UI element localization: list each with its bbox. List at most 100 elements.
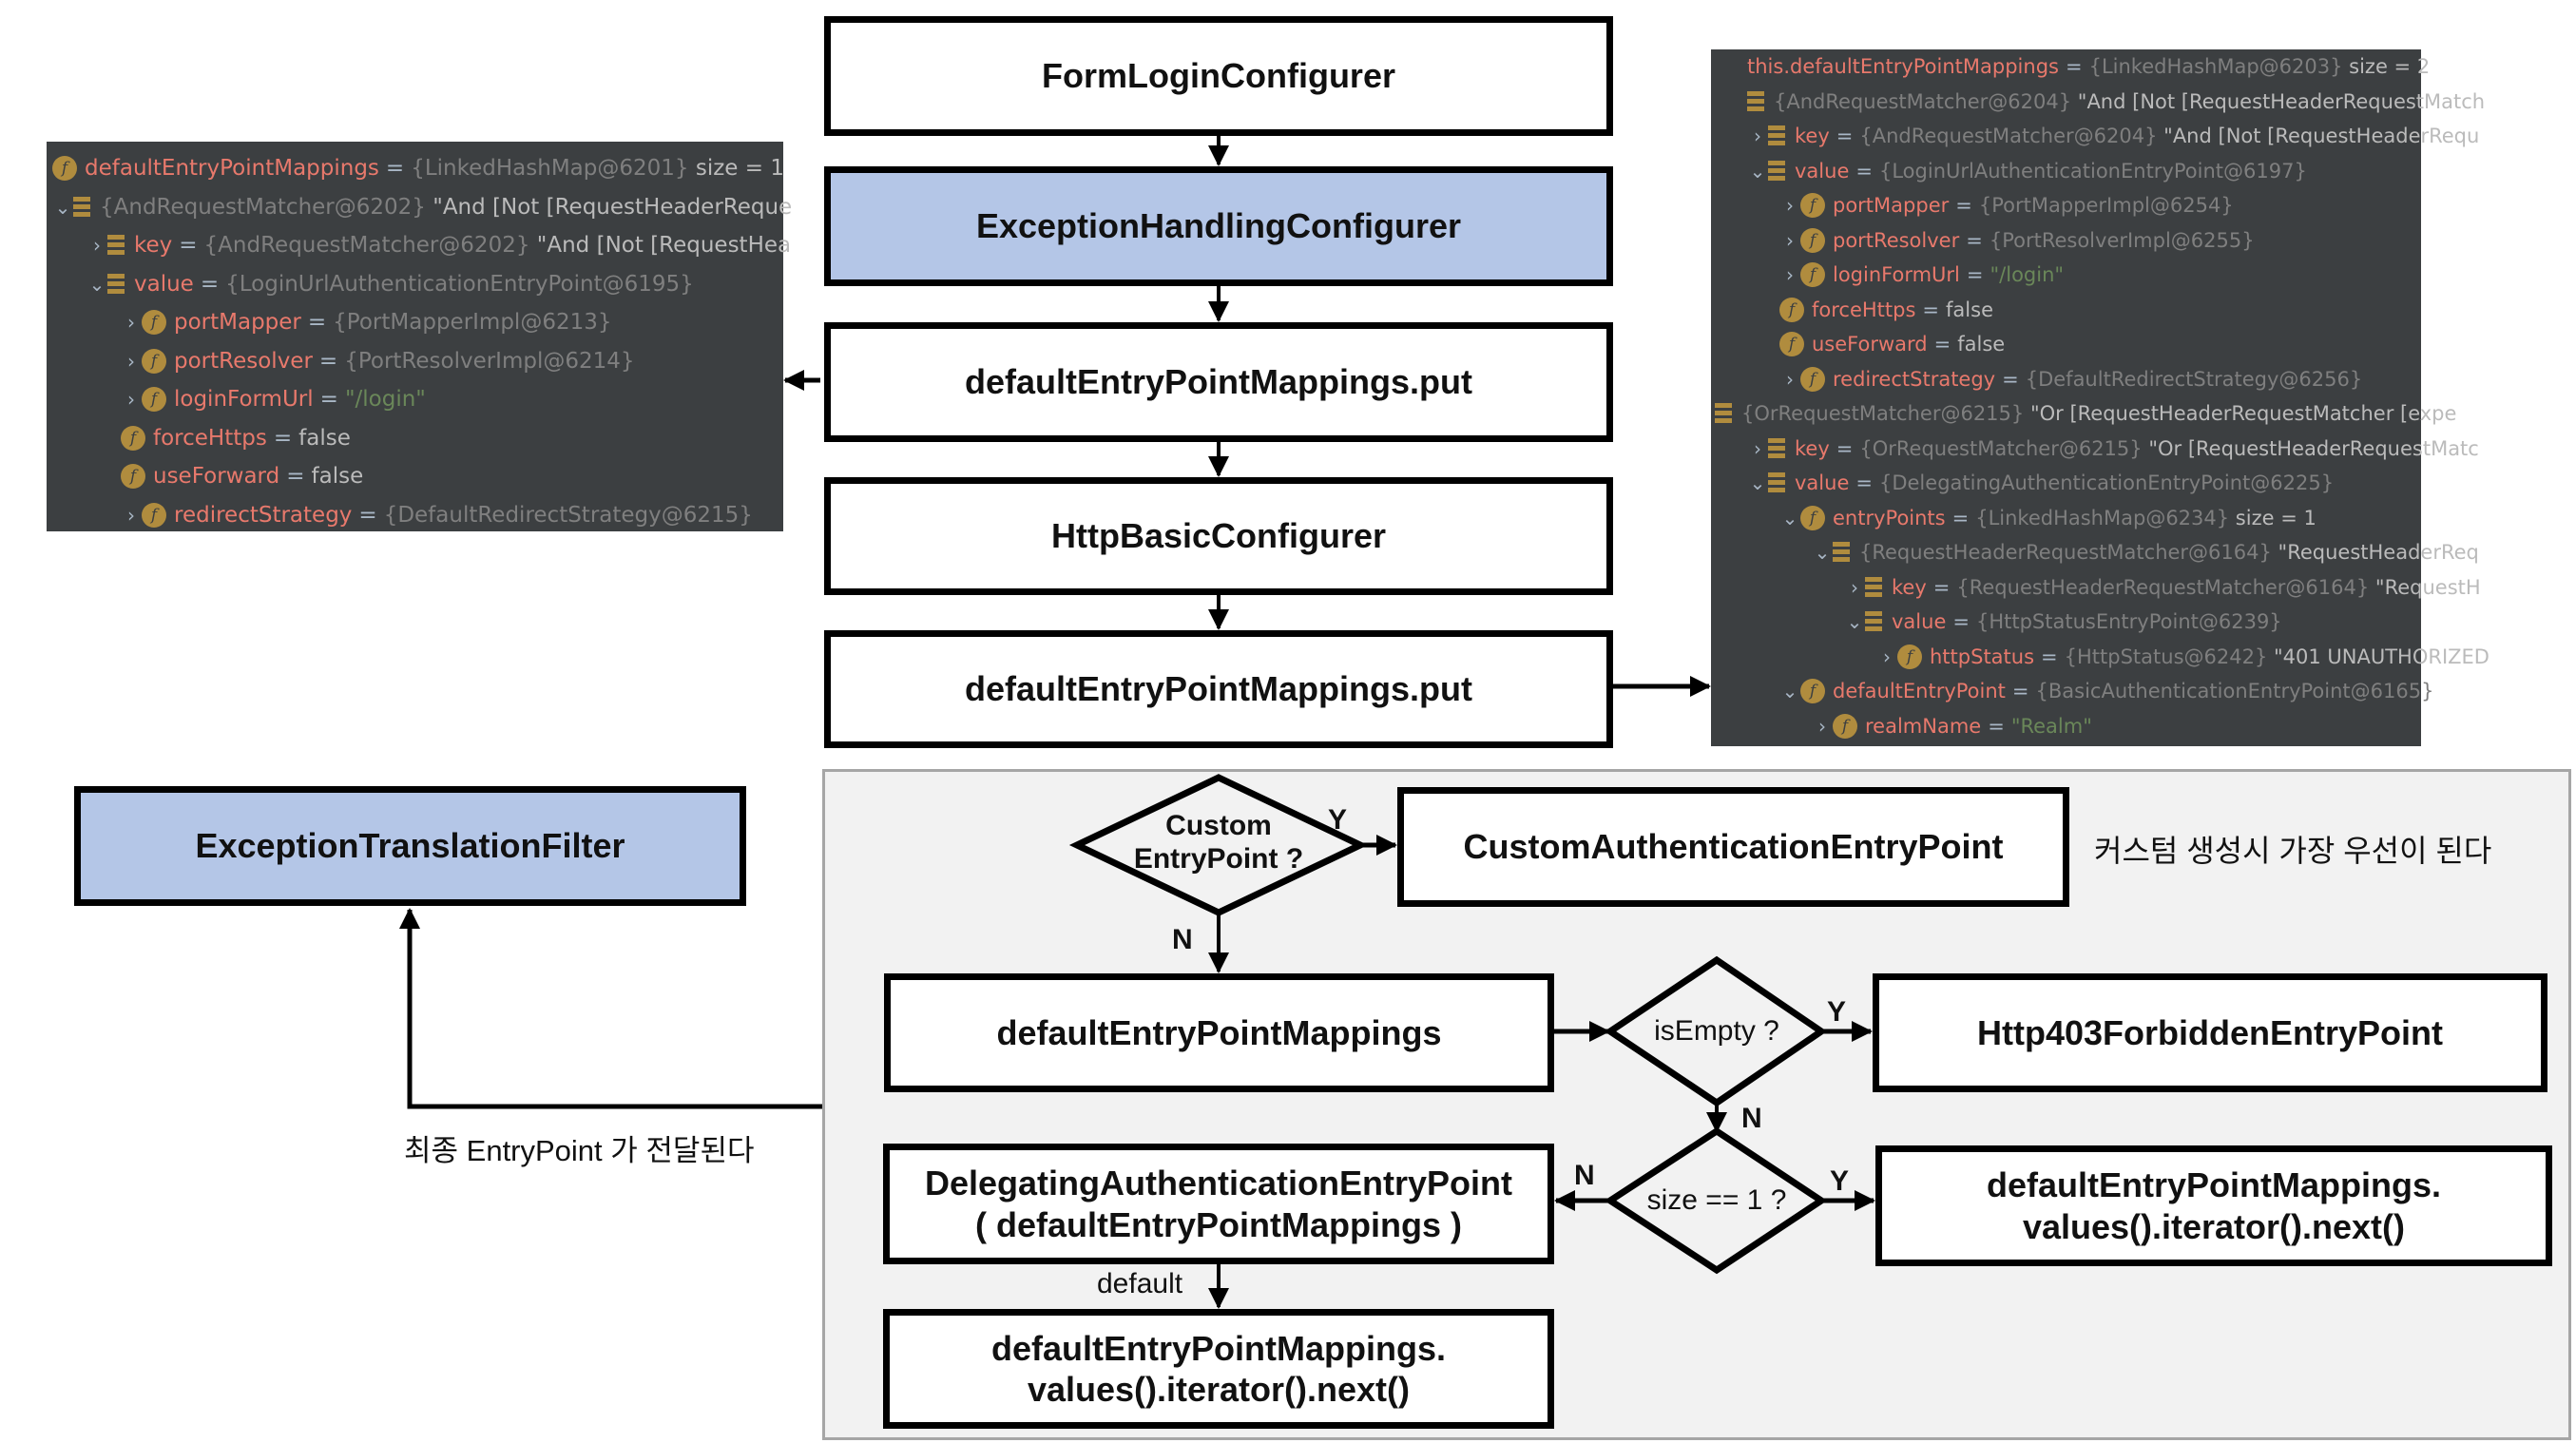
equals-sign: =: [1955, 194, 1972, 218]
debug-tree-row[interactable]: ⌄value={LoginUrlAuthenticationEntryPoint…: [47, 265, 694, 304]
custom-note: 커스텀 생성시 가장 우선이 된다: [2094, 834, 2492, 868]
variable-type: {RequestHeaderRequestMatcher@6164}: [1859, 541, 2272, 565]
box-label: defaultEntryPointMappings.put: [965, 669, 1472, 709]
debug-tree-row[interactable]: › f realmName="Realm": [1711, 709, 2092, 744]
chevron-down-icon[interactable]: ⌄: [88, 272, 106, 296]
variable-name: defaultEntryPoint: [1833, 680, 2006, 703]
box-label-line2: ( defaultEntryPointMappings ): [975, 1204, 1462, 1244]
string-value: "/login": [344, 387, 426, 413]
variable-name: portMapper: [1833, 194, 1950, 218]
field-icon: f: [1833, 713, 1857, 739]
equals-sign: =: [307, 310, 327, 336]
variable-value: "Or [RequestHeaderRequestMatcher [expe: [2024, 402, 2457, 426]
chevron-down-icon[interactable]: ⌄: [54, 195, 71, 219]
custom-decision-line1: Custom: [1165, 810, 1272, 841]
chevron-right-icon[interactable]: ›: [1754, 125, 1761, 148]
http-basic-configurer-box: HttpBasicConfigurer: [824, 477, 1613, 595]
debug-tree-row[interactable]: this.defaultEntryPointMappings={LinkedHa…: [1711, 49, 2430, 85]
variable-name: key: [134, 233, 173, 259]
box-label: HttpBasicConfigurer: [1050, 516, 1387, 556]
chevron-down-icon[interactable]: ⌄: [1781, 506, 1798, 529]
debug-tree-row[interactable]: ⌄value={LoginUrlAuthenticationEntryPoint…: [1711, 154, 2307, 189]
debug-tree-row[interactable]: ⌄{AndRequestMatcher@6202} "And [Not [Req…: [47, 188, 793, 227]
chevron-down-icon[interactable]: ⌄: [1846, 610, 1863, 634]
equals-sign: =: [1988, 714, 2005, 738]
chevron-right-icon[interactable]: ›: [1786, 367, 1794, 391]
equals-sign: =: [319, 387, 338, 413]
box-label-line2: values().iterator().next(): [2022, 1206, 2406, 1246]
variable-type: {PortMapperImpl@6213}: [333, 310, 612, 336]
equals-sign: =: [1966, 263, 1984, 287]
variable-value: "And [Not [RequestHea: [529, 233, 792, 259]
chevron-right-icon[interactable]: ›: [127, 311, 135, 335]
variable-value: "And [Not [RequestHeaderRequestMatch: [2071, 89, 2486, 113]
debug-tree-row[interactable]: {OrRequestMatcher@6215} "Or [RequestHead…: [1711, 396, 2456, 432]
map-entry-icon: [107, 235, 125, 257]
chevron-right-icon[interactable]: ›: [127, 503, 135, 527]
default-entry-point-box: defaultEntryPointMappings. values().iter…: [883, 1309, 1554, 1429]
box-label: CustomAuthenticationEntryPoint: [1463, 827, 2004, 867]
variable-name: httpStatus: [1930, 645, 2035, 668]
chevron-right-icon[interactable]: ›: [127, 388, 135, 412]
field-icon: f: [52, 156, 77, 182]
chevron-right-icon[interactable]: ›: [1851, 575, 1858, 599]
chevron-right-icon[interactable]: ›: [1786, 228, 1794, 252]
custom-decision-label: Custom EntryPoint ?: [1105, 810, 1333, 875]
chevron-right-icon[interactable]: ›: [1818, 714, 1826, 738]
debug-tree-row[interactable]: ⌄{RequestHeaderRequestMatcher@6164} "Req…: [1711, 535, 2479, 570]
box-label-line2: values().iterator().next(): [1027, 1370, 1411, 1409]
debug-tree-row[interactable]: ›key={OrRequestMatcher@6215} "Or [Reques…: [1711, 432, 2479, 467]
debug-tree-row[interactable]: ⌄value={HttpStatusEntryPoint@6239}: [1711, 605, 2282, 640]
chevron-right-icon[interactable]: ›: [127, 349, 135, 373]
variable-type: {HttpStatus@6242}: [2064, 645, 2268, 668]
equals-sign: =: [286, 464, 305, 490]
size-yes-label: Y: [1830, 1165, 1850, 1197]
box-label-line1: defaultEntryPointMappings.: [1986, 1165, 2441, 1205]
chevron-right-icon[interactable]: ›: [93, 234, 101, 258]
variable-name: loginFormUrl: [1833, 263, 1960, 287]
custom-no-label: N: [1172, 924, 1193, 955]
variable-name: redirectStrategy: [174, 502, 353, 528]
debug-tree-row[interactable]: ›key={RequestHeaderRequestMatcher@6164} …: [1711, 570, 2481, 606]
mappings-put-box-2: defaultEntryPointMappings.put: [824, 630, 1613, 748]
map-entry-icon: [1833, 542, 1850, 564]
string-value: "Realm": [2010, 714, 2092, 738]
chevron-right-icon[interactable]: ›: [1786, 263, 1794, 287]
chevron-right-icon[interactable]: ›: [1786, 194, 1794, 218]
debug-tree-row[interactable]: {AndRequestMatcher@6204} "And [Not [Requ…: [1711, 85, 2485, 120]
chevron-down-icon[interactable]: ⌄: [1781, 680, 1798, 703]
delegating-entry-point-box: DelegatingAuthenticationEntryPoint ( def…: [883, 1144, 1554, 1264]
chevron-right-icon[interactable]: ›: [1883, 645, 1891, 668]
chevron-down-icon[interactable]: ⌄: [1814, 541, 1831, 565]
chevron-right-icon[interactable]: ›: [1754, 436, 1761, 460]
chevron-down-icon[interactable]: ⌄: [1749, 471, 1766, 495]
field-icon: f: [1800, 505, 1825, 530]
arrow-result-to-filter: [399, 908, 822, 1109]
debug-tree-row[interactable]: ›key={AndRequestMatcher@6204} "And [Not …: [1711, 119, 2479, 154]
debug-tree-row[interactable]: ⌄value={DelegatingAuthenticationEntryPoi…: [1711, 466, 2334, 501]
variable-type: {LinkedHashMap@6234}: [1975, 506, 2230, 529]
is-empty-no-label: N: [1741, 1103, 1762, 1134]
field-icon: f: [1800, 679, 1825, 704]
variable-value: false: [311, 464, 364, 490]
variable-name: realmName: [1865, 714, 1982, 738]
chevron-down-icon[interactable]: ⌄: [1749, 159, 1766, 183]
debug-tree-row[interactable]: ›key={AndRequestMatcher@6202} "And [Not …: [47, 226, 791, 265]
